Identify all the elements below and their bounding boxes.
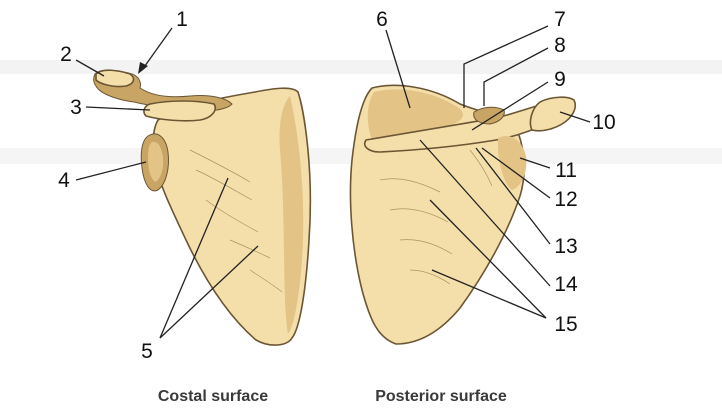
background-strip <box>0 60 722 74</box>
label-14: 14 <box>554 273 578 296</box>
acromion-costal <box>143 100 216 122</box>
scapula-costal-view <box>93 69 312 346</box>
leader-4 <box>75 161 147 181</box>
label-11: 11 <box>555 159 577 182</box>
acromion-posterior <box>529 96 577 132</box>
label-13: 13 <box>554 235 577 258</box>
leader-1-arrowhead <box>138 62 148 74</box>
label-8: 8 <box>554 34 566 57</box>
leader-1 <box>141 27 173 71</box>
leader-7 <box>463 25 549 108</box>
coracoid-posterior <box>473 106 505 125</box>
leader-12 <box>481 147 551 199</box>
caption-posterior-surface: Posterior surface <box>375 388 507 405</box>
label-4: 4 <box>58 169 70 192</box>
label-9: 9 <box>554 68 566 91</box>
glenoid-rim <box>148 141 164 182</box>
scapula-posterior-view <box>349 84 577 345</box>
leader-13 <box>475 147 551 245</box>
costal-texture <box>189 149 283 293</box>
label-7: 7 <box>554 8 566 31</box>
costal-blade-shadow <box>279 96 304 334</box>
posterior-texture <box>379 149 493 285</box>
callout-numbers: 1 2 3 4 5 6 7 8 9 10 11 12 13 14 15 <box>58 8 616 363</box>
label-12: 12 <box>554 188 577 211</box>
leader-15b <box>431 269 547 319</box>
leader-5a <box>159 177 229 339</box>
label-2: 2 <box>60 43 72 66</box>
leader-10 <box>559 111 591 123</box>
label-1: 1 <box>176 8 188 31</box>
leader-14 <box>419 139 551 287</box>
label-6: 6 <box>376 8 388 31</box>
leader-9 <box>471 81 549 131</box>
leader-15a <box>429 199 547 319</box>
leader-3 <box>85 106 151 111</box>
leader-2 <box>75 59 105 77</box>
coracoid-tip <box>95 69 135 88</box>
leader-11 <box>519 157 551 169</box>
leader-6 <box>385 29 411 109</box>
label-3: 3 <box>70 96 82 119</box>
label-5: 5 <box>141 340 153 363</box>
leader-5b <box>159 245 259 339</box>
label-10: 10 <box>592 111 615 134</box>
caption-costal-surface: Costal surface <box>158 388 268 405</box>
leader-8 <box>483 47 549 106</box>
glenoid-posterior <box>498 136 527 190</box>
leader-lines <box>75 25 591 339</box>
label-15: 15 <box>554 313 577 336</box>
